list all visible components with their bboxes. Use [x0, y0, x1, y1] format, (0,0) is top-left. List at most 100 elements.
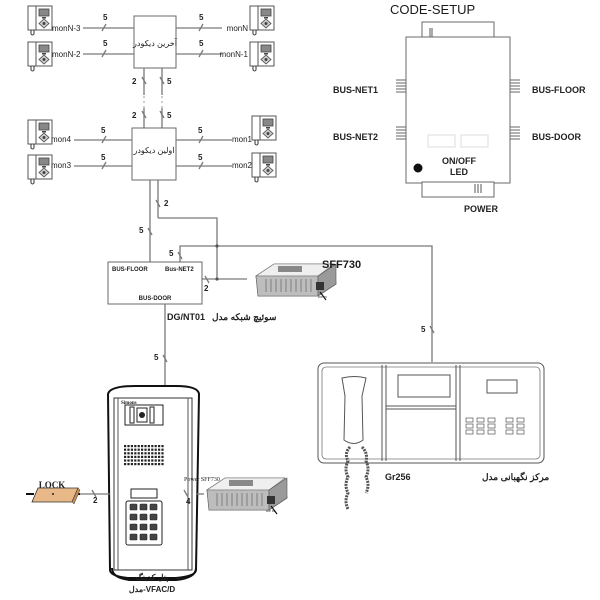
grille-dot	[134, 455, 137, 458]
grille-dot	[134, 452, 137, 455]
panel-caption: پنل کدینگ	[136, 572, 170, 583]
monitor-label: monN-1	[220, 50, 249, 59]
grille-dot	[161, 463, 164, 466]
grille-dot	[147, 455, 150, 458]
bus-net2-label: BUS-NET2	[333, 132, 378, 142]
grille-dot	[127, 445, 130, 448]
grille-dot	[137, 448, 140, 451]
grille-dot	[127, 463, 130, 466]
grille-dot	[137, 445, 140, 448]
grille-dot	[141, 448, 144, 451]
switch-port-bus-door: BUS-DOOR	[139, 296, 172, 302]
wire-count: 2	[132, 77, 137, 86]
panel-power-label: Power SFF730	[184, 477, 220, 483]
wire-count: 5	[199, 13, 204, 22]
grille-dot	[141, 452, 144, 455]
first-decoder-group: اولین دیکودر 5 5 5 5 mon4 mon3 mon1 mon2	[27, 115, 277, 185]
power-supply-label: SFF730	[322, 259, 361, 271]
first-decoder-label: اولین دیکودر	[132, 146, 174, 155]
grille-dot	[124, 448, 127, 451]
grille-dot	[144, 445, 147, 448]
grille-dot	[161, 448, 164, 451]
grille-dot	[158, 463, 161, 466]
coding-panel: Simons پنل کدینگ مدل-VFAC/D	[106, 385, 201, 594]
wire-count: 5	[169, 249, 174, 258]
monitor-label: mon2	[232, 161, 253, 170]
wire-count: 4	[186, 497, 191, 506]
brand-label: Simons	[121, 401, 137, 406]
grille-dot	[124, 452, 127, 455]
grille-dot	[147, 459, 150, 462]
last-decoder-group: آخرین دیکودر 5 5 5 5 monN-3 monN-2 monN …	[27, 5, 275, 72]
guard-unit-gr256: Gr256 مرکز نگهبانی مدل	[317, 362, 549, 510]
grille-dot	[144, 452, 147, 455]
grille-dot	[130, 452, 133, 455]
bus-net1-label: BUS-NET1	[333, 85, 378, 95]
grille-dot	[151, 452, 154, 455]
grille-dot	[124, 455, 127, 458]
grille-dot	[151, 448, 154, 451]
speaker-grille-icon	[124, 445, 164, 467]
grille-dot	[130, 463, 133, 466]
grille-dot	[127, 459, 130, 462]
grille-dot	[147, 452, 150, 455]
power-connector	[421, 181, 495, 198]
grille-dot	[141, 445, 144, 448]
monitor-icon	[251, 115, 277, 146]
grille-dot	[158, 448, 161, 451]
first-decoder-box	[131, 127, 177, 181]
grille-dot	[134, 445, 137, 448]
monitor-label: monN	[227, 24, 249, 33]
network-switch: BUS-FLOOR Bus-NET2 BUS-DOOR DG/NT01 سوئی…	[107, 261, 276, 323]
last-decoder-box	[133, 15, 177, 69]
decoder-to-switch-wires: 2 5 5 2 5	[139, 180, 435, 362]
grille-dot	[130, 455, 133, 458]
lock-device: LOCK 2	[26, 480, 110, 505]
guard-model: Gr256	[385, 472, 411, 482]
grille-dot	[147, 445, 150, 448]
code-setup-title: CODE-SETUP	[390, 2, 475, 17]
monitor-label: monN-2	[52, 50, 81, 59]
dip-label: DIP IN	[318, 295, 327, 299]
monitor-label: monN-3	[52, 24, 81, 33]
grille-dot	[134, 463, 137, 466]
grille-dot	[137, 455, 140, 458]
wire-count: 5	[101, 153, 106, 162]
bus-door-label: BUS-DOOR	[532, 132, 581, 142]
wire-count: 2	[164, 199, 169, 208]
grille-dot	[134, 459, 137, 462]
wire-count: 5	[198, 126, 203, 135]
wire-count: 5	[103, 39, 108, 48]
monitor-icon	[249, 41, 275, 72]
grille-dot	[154, 459, 157, 462]
grille-dot	[137, 452, 140, 455]
handset-icon	[341, 376, 367, 444]
camera-icon	[139, 412, 145, 418]
lock-label: LOCK	[39, 480, 66, 490]
grille-dot	[147, 463, 150, 466]
grille-dot	[130, 448, 133, 451]
switch-port-bus-floor: BUS-FLOOR	[112, 267, 148, 273]
monitor-icon	[27, 119, 53, 150]
wire-count: 5	[199, 39, 204, 48]
grille-dot	[158, 459, 161, 462]
grille-dot	[124, 445, 127, 448]
monitor-label: mon1	[232, 135, 253, 144]
switch-port-bus-net2: Bus-NET2	[165, 267, 194, 273]
wire-count: 2	[93, 496, 98, 505]
grille-dot	[127, 448, 130, 451]
grille-dot	[147, 448, 150, 451]
grille-dot	[144, 455, 147, 458]
grille-dot	[161, 445, 164, 448]
grille-dot	[154, 448, 157, 451]
keypad-icon	[129, 503, 158, 541]
power-supply-sff730: SFF730 DIP IN	[255, 259, 361, 301]
wire-count: 5	[103, 13, 108, 22]
grille-dot	[161, 459, 164, 462]
grille-dot	[137, 459, 140, 462]
grille-dot	[127, 455, 130, 458]
switch-caption: سوئیچ شبکه مدل	[212, 312, 276, 323]
panel-power-supply: 4 Power SFF730 DIP IN	[183, 477, 288, 515]
led-label: ON/OFF	[442, 156, 476, 166]
